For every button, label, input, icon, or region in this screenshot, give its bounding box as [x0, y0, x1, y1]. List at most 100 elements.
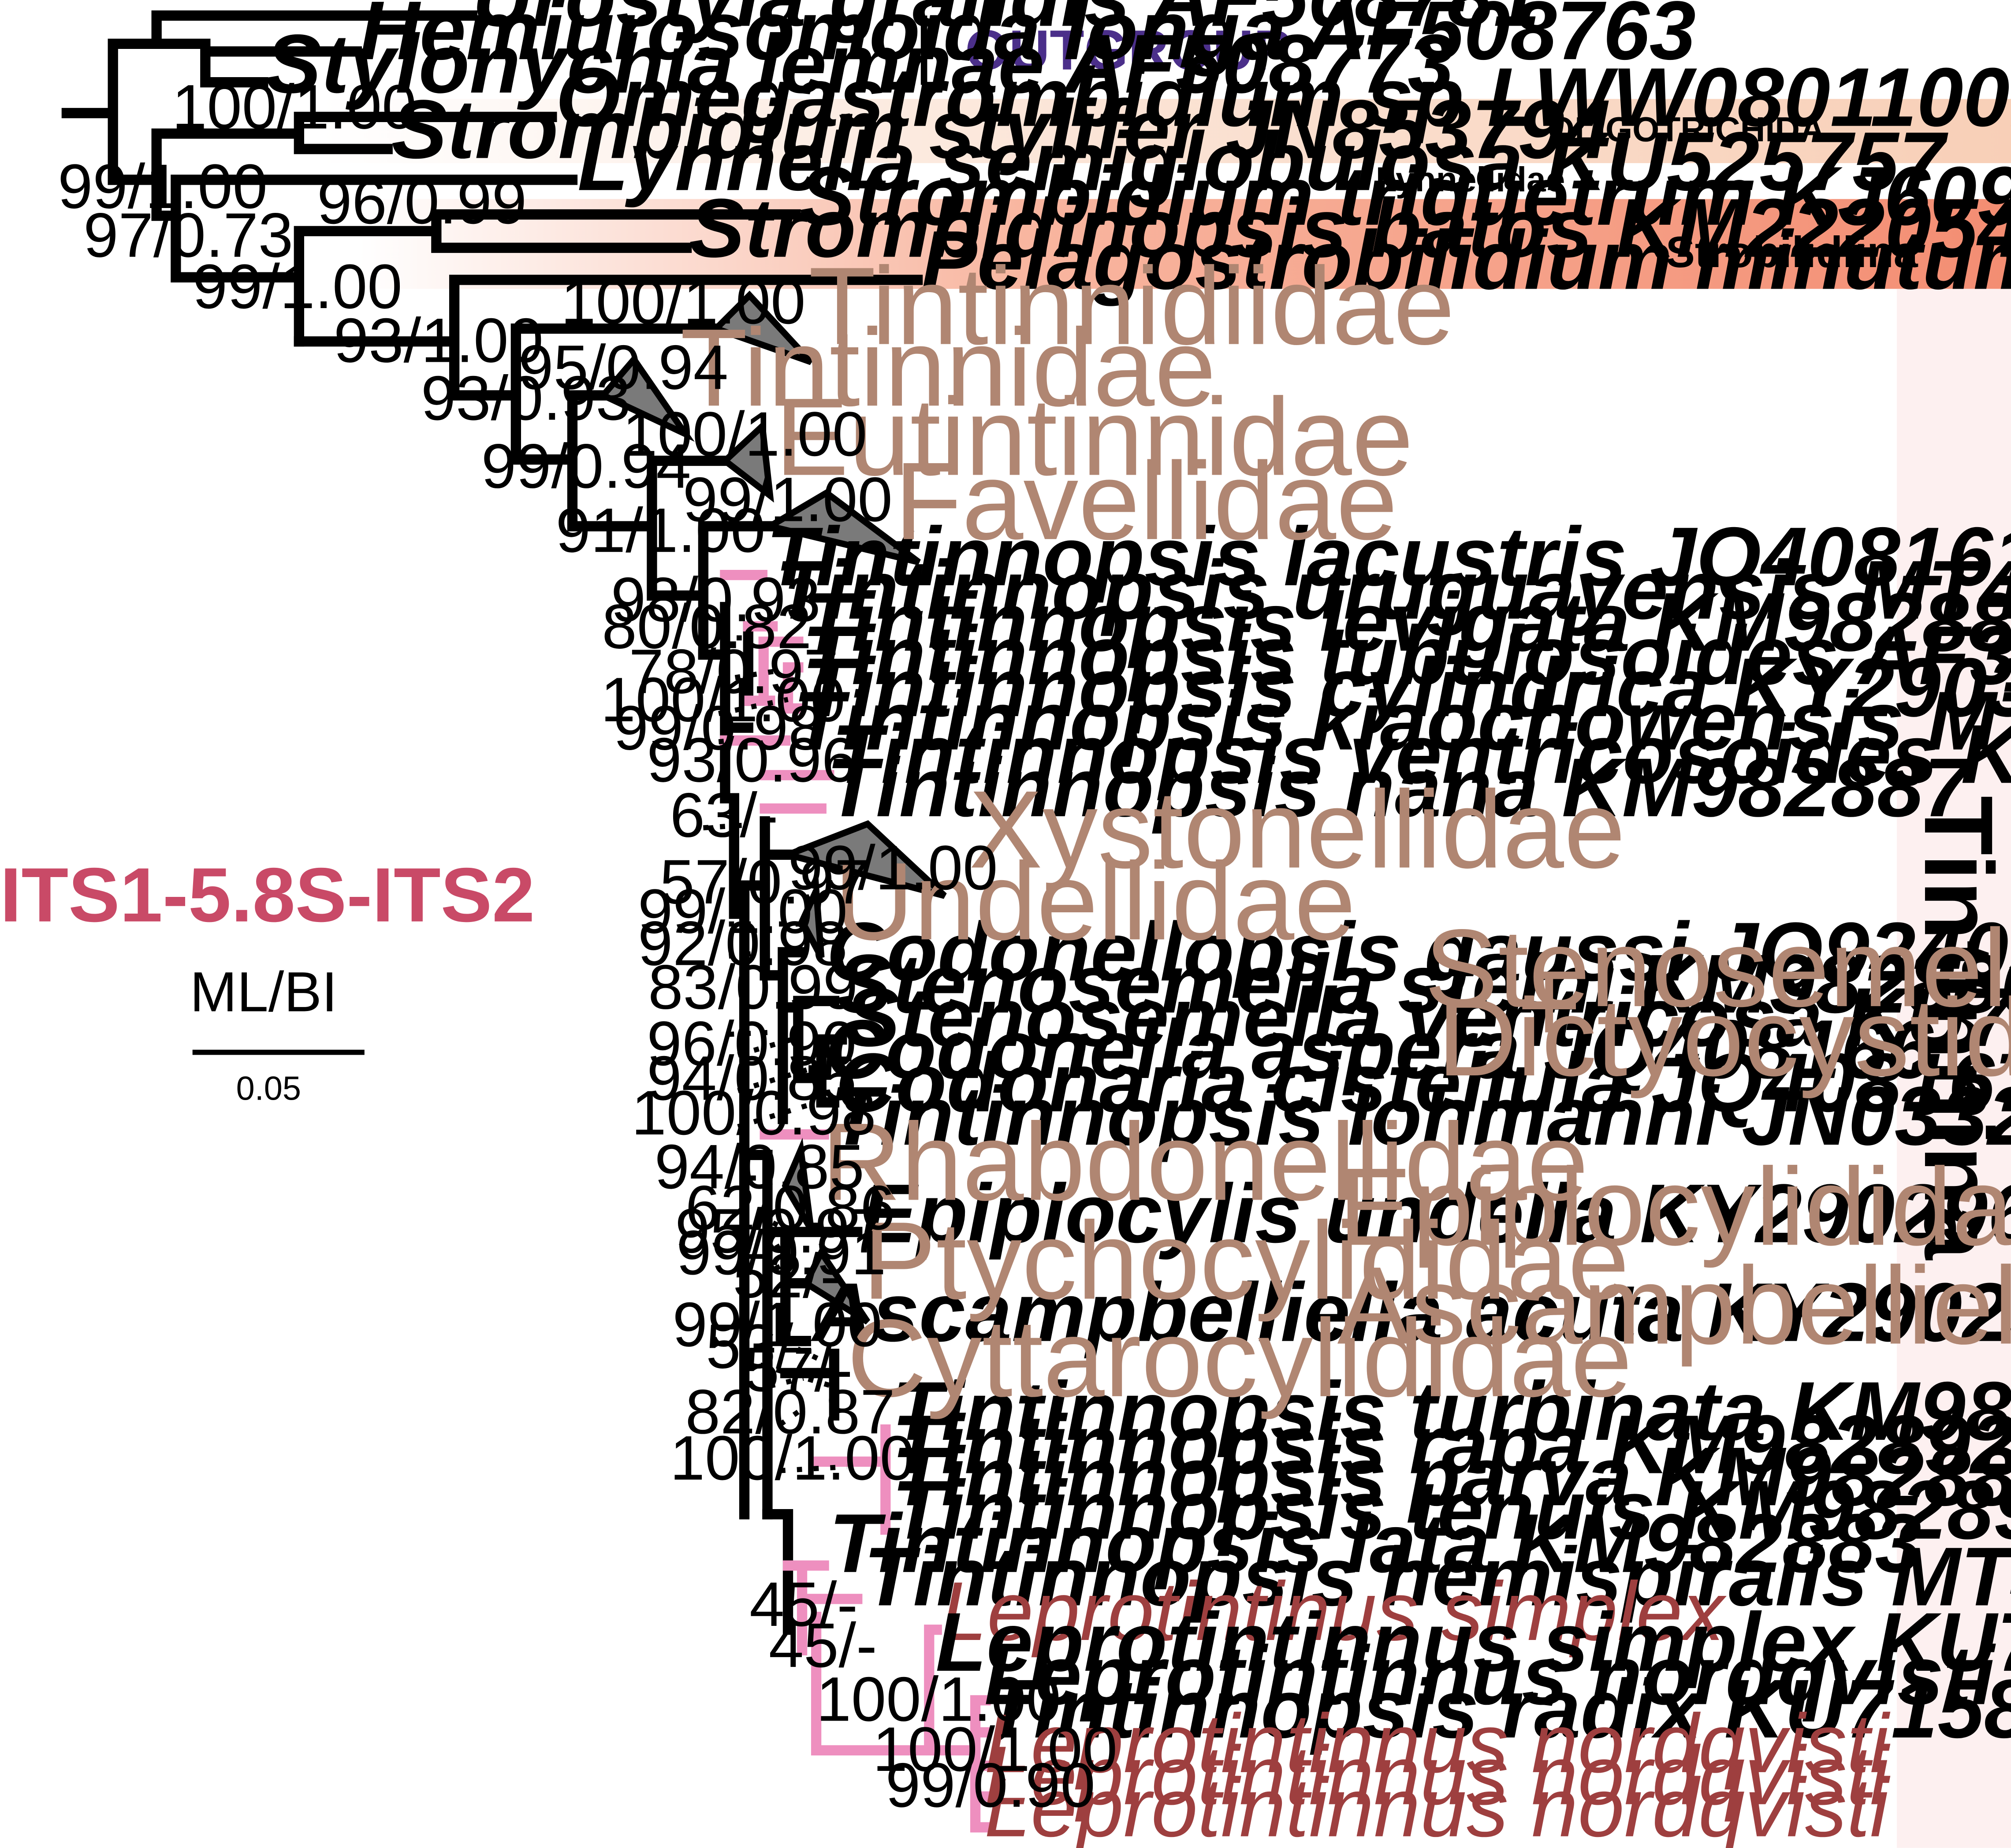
support-value: 100/1.00 [622, 399, 867, 469]
taxon-label: Tintinnopsis lata KM982883 [829, 1497, 1922, 1590]
collapsed-clades [598, 290, 947, 1325]
family-label: Dictyocystidae [1437, 976, 2011, 1099]
legend-title: ITS1-5.8S-ITS2 [0, 852, 535, 938]
taxon-label: Codonella aspera JQ408166 [825, 1003, 1934, 1096]
support-value: 45/- [769, 1610, 877, 1681]
taxon-label: Tintinnopsis ventricosoides KU715818 [832, 708, 2011, 801]
support-value: 100/1.00 [600, 665, 845, 735]
family-labels: Tintinnidiidae Tintinnidae Eutintinnidae… [680, 245, 2011, 1420]
family-label: Epiplocylididae [1338, 1145, 2011, 1268]
taxon-label: Hemiurosomoida longa AF508763 [359, 0, 1696, 77]
taxon-label-new: Leprotintinnus nordqvisti [984, 1761, 1891, 1848]
family-label: Eutintinnidae [775, 376, 1413, 499]
support-value: 100/1.00 [816, 1664, 1061, 1734]
taxon-label: Ascampbelliella acuta KY290293 [811, 1266, 2011, 1359]
taxon-label: Strombidium triquetrum KJ609048 [800, 150, 2011, 243]
taxon-label: Tintinnopsis rapa KM982892 [892, 1398, 2011, 1491]
support-value: 94/0.85 [655, 1132, 864, 1202]
family-label: Ascampbelliellidae [1337, 1244, 2011, 1367]
support-value: 99/1.00 [788, 833, 998, 903]
taxon-label: Epiplocylis undella KY290296 [861, 1168, 2011, 1261]
support-value: 53/- [706, 1312, 814, 1382]
lynnellidae-label: Lynnellidae [1376, 160, 1565, 199]
support-value: 100/1.00 [873, 1714, 1117, 1785]
support-value: 100/1.00 [172, 72, 417, 142]
support-value: 97/0.73 [83, 201, 293, 271]
taxon-label: Leprotintinnus nordqvisti KU715800 [984, 1629, 2011, 1722]
outgroup-label: OUTGROUP [965, 19, 1291, 82]
support-value: 99/0.90 [886, 1750, 1095, 1820]
clade-undellidae [798, 878, 825, 959]
clade-favellidae [761, 489, 921, 565]
oligotrichida-band [320, 99, 2011, 164]
taxon-label: Tintinnopsis lacustris JQ408161 [766, 510, 2011, 603]
support-value: 99/1.00 [58, 152, 268, 222]
taxon-labels: Urostyla grandis AF508781 Hemiurosomoida… [266, 0, 2011, 1848]
clade-ptychocylididae [801, 1246, 871, 1325]
tintinnina-label: Tintinnina [1904, 796, 2011, 1261]
family-label: Xystonellidae [969, 768, 1625, 891]
support-value: 57/- [745, 1335, 853, 1405]
clade-xystonellidae [777, 820, 947, 899]
taxon-label-new: Leprotintinnus nordqvisti [984, 1697, 1891, 1790]
support-value: 93/0.93 [421, 363, 631, 433]
taxon-label: Strombidinopsis batos KM222054 [689, 182, 2011, 275]
strobilidiina-label: Strobilidiina [1666, 227, 1918, 276]
taxon-label: Urostyla grandis AF508781 [472, 0, 1540, 44]
support-value: 99/0.91 [676, 1218, 886, 1288]
taxon-label: Stenosemella ventricosa KU715804 [845, 971, 2011, 1064]
support-connectors [703, 635, 847, 1473]
taxon-label: Stylonychia lemnae AF508773 [266, 18, 1454, 111]
support-value: 96/0.90 [647, 1009, 857, 1079]
taxon-label: Strombidium stylifer JN853794 [391, 83, 1611, 176]
taxon-label: Tintinnopsis lohmanni JN033233 [830, 1070, 2011, 1163]
support-value: 98/0.93 [611, 565, 821, 635]
support-value: 100/1.00 [561, 267, 805, 337]
support-value: 80/0.82 [602, 592, 812, 662]
support-value: 100/0.98 [631, 1078, 876, 1148]
support-value: 99/0.98 [614, 693, 823, 763]
taxon-label: Tintinnopsis parva KM982889 [892, 1430, 2011, 1523]
family-label: Stenosemellidae [1425, 907, 2011, 1030]
support-value: 78/0.97 [629, 636, 839, 706]
family-label: Tintinnidae [680, 306, 1216, 429]
support-value: 99/0.94 [481, 431, 691, 502]
taxon-label: Leprotintinnus simplex KU715801 [935, 1596, 2011, 1689]
support-value: 100/1.00 [670, 1423, 915, 1493]
support-value: 45/- [749, 1569, 858, 1640]
support-value: 95/0.94 [518, 332, 728, 402]
taxon-label: Tintinnopsis levigata KM982886 [802, 576, 2011, 669]
taxon-label: Codonellopsis gaussi JQ924053 [827, 906, 2011, 999]
scale-label: 0.05 [236, 1070, 301, 1107]
family-label: Ptychocylididae [862, 1199, 1629, 1323]
oligotrichida-label: OLIGOTRICHIDA [1548, 110, 1825, 149]
support-value: 92/0.98 [638, 909, 848, 979]
family-label: Rhabdonellidae [821, 1100, 1588, 1223]
support-value: 63/- [670, 781, 778, 851]
clade-eutintinnidae [720, 419, 774, 503]
support-values: 100/1.00 99/1.00 97/0.73 96/0.99 99/1.00… [58, 72, 1117, 1820]
family-label: Undellidae [834, 840, 1356, 963]
legend-method: ML/BI [190, 960, 338, 1023]
support-value: 93/0.96 [647, 725, 857, 795]
taxon-label-new: Leprotintinus simplex [941, 1565, 1727, 1658]
support-value: 99/1.00 [193, 252, 402, 322]
clade-rhabdonellidae [782, 1138, 815, 1231]
taxon-label: Tintinnopsis radix KU715816 [984, 1662, 2011, 1755]
tintinnina-band [1896, 289, 2011, 1848]
taxon-label: Omegastrombidium sp LWW08011001 JN853790 [556, 51, 2011, 144]
family-label: Favellidae [894, 439, 1397, 563]
support-value: 93/1.00 [334, 305, 544, 376]
support-value: 95/0.97 [675, 1196, 885, 1266]
branches [61, 10, 923, 1635]
support-value: 52/- [733, 1241, 841, 1311]
family-label: Cyttarocylididae [847, 1297, 1632, 1420]
support-value: 99/1.00 [683, 465, 893, 535]
taxon-label: Tintinnopsis tubulosoides AF399017 [802, 609, 2011, 702]
taxon-label: Codonaria cistellula JQ408167 [835, 1037, 2011, 1130]
support-value: 82/0.87 [685, 1377, 895, 1447]
taxon-label: Stenosemella steini KM982880 [837, 937, 2011, 1030]
support-value: 62/0.86 [685, 1173, 895, 1243]
support-value: 96/0.99 [317, 167, 527, 237]
